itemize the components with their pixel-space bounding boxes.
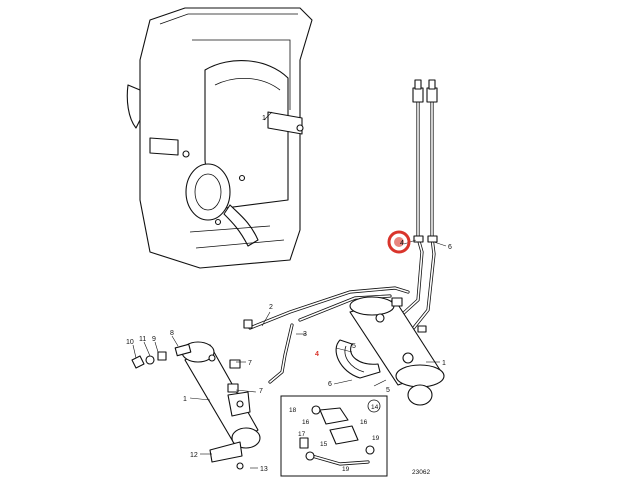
callout-18: 18 (289, 407, 297, 414)
callout-19-lower: 19 (342, 466, 350, 473)
leader-lines (132, 111, 447, 469)
fitting-assembly[interactable] (131, 319, 253, 393)
detail-box (280, 395, 388, 477)
steering-cylinder-right[interactable] (335, 296, 445, 406)
callout-5-low: 5 (386, 387, 390, 394)
callout-1-right: 1 (442, 360, 446, 367)
callout-7-lower: 7 (259, 388, 263, 395)
callout-4-ring: 4 (400, 240, 404, 247)
callout-2: 2 (269, 304, 273, 311)
callout-5: 5 (352, 343, 356, 350)
highlight-ring[interactable] (387, 230, 411, 254)
callout-13: 13 (260, 466, 268, 473)
callout-16-left: 16 (302, 419, 310, 426)
callout-1-left: 1 (183, 396, 187, 403)
callout-8: 8 (170, 330, 174, 337)
callout-labels: 1 4 6 2 3 5 4 1 6 5 8 9 11 10 7 7 1 12 1… (126, 115, 452, 476)
callout-7-upper: 7 (248, 360, 252, 367)
callout-11: 11 (139, 336, 146, 343)
callout-1-bracket: 1 (262, 115, 266, 122)
callout-10: 10 (126, 339, 134, 346)
callout-15: 15 (320, 441, 328, 448)
drawing-number: 23062 (412, 469, 430, 476)
highlight-dot (394, 237, 404, 247)
callout-4-red: 4 (315, 351, 319, 358)
callout-19-upper: 19 (372, 435, 380, 442)
callout-3: 3 (303, 331, 307, 338)
callout-6-lower: 6 (328, 381, 332, 388)
callout-14: 14 (371, 404, 379, 411)
connecting-pipes[interactable] (248, 286, 410, 384)
callout-17: 17 (298, 431, 306, 438)
callout-9: 9 (152, 336, 156, 343)
callout-16-right: 16 (360, 419, 368, 426)
callout-12: 12 (190, 452, 198, 459)
hydraulic-hoses[interactable] (394, 79, 438, 332)
mounting-bracket[interactable] (126, 7, 313, 269)
callout-6-upper: 6 (448, 244, 452, 251)
